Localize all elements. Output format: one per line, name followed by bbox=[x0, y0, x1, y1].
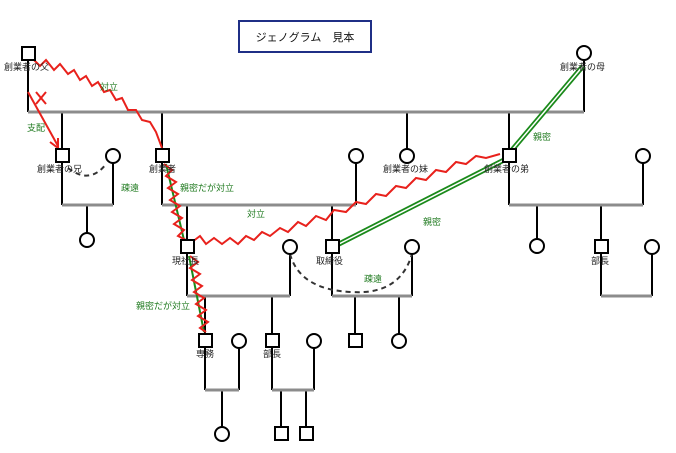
female-symbol-dept-head-right-wife bbox=[644, 239, 660, 255]
female-symbol-president-wife bbox=[282, 239, 298, 255]
rel-label-control: 支配 bbox=[27, 124, 46, 134]
conflict-president-md-red bbox=[188, 255, 210, 333]
male-symbol-dept-head bbox=[265, 333, 280, 348]
female-symbol-dh-wife bbox=[306, 333, 322, 349]
rel-label-conflict-top: 対立 bbox=[100, 83, 119, 93]
estranged-director bbox=[289, 253, 413, 294]
close-mother-inner bbox=[511, 65, 584, 151]
female-symbol-founder-wife bbox=[348, 148, 364, 164]
male-symbol-director-child bbox=[348, 333, 363, 348]
diagram-title-text: ジェノグラム 見本 bbox=[255, 30, 355, 44]
female-symbol-md-wife bbox=[231, 333, 247, 349]
male-symbol-founder bbox=[155, 148, 170, 163]
female-symbol-founder-mother bbox=[576, 45, 592, 61]
label-dept-head: 部長 bbox=[263, 350, 282, 360]
female-symbol-founder-sister bbox=[399, 148, 415, 164]
label-founder-younger-brother: 創業者の弟 bbox=[484, 165, 530, 175]
rel-label-close-mother: 親密 bbox=[533, 133, 552, 143]
male-symbol-founder-father bbox=[21, 46, 36, 61]
male-symbol-dh-child1 bbox=[274, 426, 289, 441]
diagram-title: ジェノグラム 見本 bbox=[238, 20, 372, 53]
control-line bbox=[27, 91, 59, 147]
female-symbol-younger-brother-wife bbox=[635, 148, 651, 164]
conflict-lines bbox=[31, 57, 501, 246]
male-symbol-director bbox=[325, 239, 340, 254]
label-founder-sister: 創業者の妹 bbox=[383, 165, 429, 175]
conflict-president-younger-brother bbox=[191, 153, 501, 246]
structure-lines bbox=[27, 61, 653, 427]
rel-label-estranged-right: 疎遠 bbox=[364, 275, 383, 285]
male-symbol-younger-brother bbox=[502, 148, 517, 163]
female-symbol-yb-child bbox=[529, 238, 545, 254]
estranged-elder-brother bbox=[67, 163, 107, 177]
male-symbol-dh-child2 bbox=[299, 426, 314, 441]
female-symbol-md-child bbox=[214, 426, 230, 442]
label-founder-elder-brother: 創業者の兄 bbox=[37, 165, 83, 175]
male-symbol-dept-head-right bbox=[594, 239, 609, 254]
conflict-founder-president-red bbox=[163, 163, 187, 241]
close-lines bbox=[335, 64, 585, 248]
label-managing-director: 専務 bbox=[196, 350, 215, 360]
label-founder-mother: 創業者の母 bbox=[560, 63, 606, 73]
male-symbol-elder-brother bbox=[55, 148, 70, 163]
label-founder-father: 創業者の父 bbox=[4, 63, 50, 73]
female-symbol-director-wife bbox=[404, 239, 420, 255]
estranged-lines bbox=[67, 163, 413, 294]
close-but-conflict-lines bbox=[163, 163, 210, 333]
person-symbols bbox=[21, 45, 660, 442]
rel-label-close-but-conflict-2: 親密だが対立 bbox=[136, 302, 191, 312]
sibling-bars bbox=[28, 110, 652, 392]
label-director: 取締役 bbox=[316, 257, 344, 267]
control-cross-2 bbox=[35, 91, 47, 105]
rel-label-close-but-conflict-1: 親密だが対立 bbox=[180, 184, 235, 194]
label-president: 現社長 bbox=[172, 257, 200, 267]
male-symbol-managing-director bbox=[198, 333, 213, 348]
female-symbol-elder-brother-wife bbox=[105, 148, 121, 164]
conflict-father-founder bbox=[31, 57, 163, 149]
male-symbol-president bbox=[180, 239, 195, 254]
control-arrow bbox=[27, 91, 59, 150]
close-director-inner bbox=[336, 159, 505, 246]
label-dept-head-right: 部長 bbox=[591, 257, 610, 267]
rel-label-estranged-left: 疎遠 bbox=[121, 184, 140, 194]
rel-label-close-director: 親密 bbox=[423, 218, 442, 228]
female-symbol-elder-brother-child bbox=[79, 232, 95, 248]
rel-label-conflict-mid: 対立 bbox=[247, 210, 266, 220]
label-founder: 創業者 bbox=[149, 165, 177, 175]
female-symbol-director-child bbox=[391, 333, 407, 349]
